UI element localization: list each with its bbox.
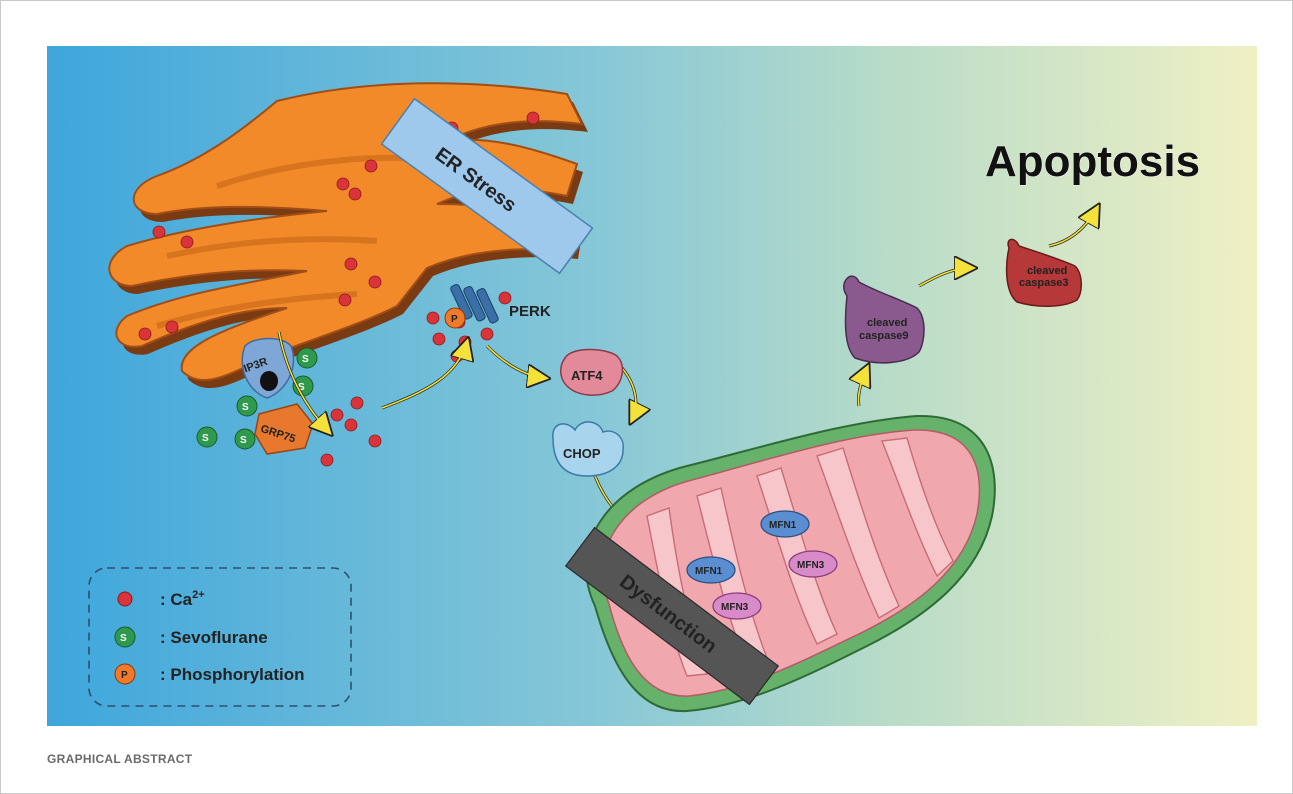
- mfn1-protein: MFN1: [761, 511, 809, 537]
- svg-text:MFN3: MFN3: [797, 560, 825, 571]
- svg-text:MFN1: MFN1: [769, 520, 797, 531]
- svg-text:S: S: [202, 433, 209, 444]
- mfn3-protein: MFN3: [789, 551, 837, 577]
- svg-text:P: P: [451, 314, 458, 325]
- sevoflurane-icon: S: [235, 429, 255, 449]
- caspase3-line2: caspase3: [1019, 277, 1069, 289]
- caspase9-line1: cleaved: [867, 317, 907, 329]
- mfn3-protein: MFN3: [713, 593, 761, 619]
- figure-caption: GRAPHICAL ABSTRACT: [47, 752, 192, 766]
- mfn1-protein: MFN1: [687, 557, 735, 583]
- atf4-label: ATF4: [571, 368, 603, 383]
- perk-label: PERK: [509, 303, 551, 320]
- caspase9-line2: caspase9: [859, 330, 909, 342]
- svg-text:S: S: [240, 435, 247, 446]
- svg-text:P: P: [121, 670, 128, 681]
- sevoflurane-icon: S: [297, 348, 317, 368]
- svg-text:S: S: [242, 402, 249, 413]
- sevoflurane-icon: S: [197, 427, 217, 447]
- atf4-protein: ATF4: [561, 350, 623, 396]
- svg-text:MFN3: MFN3: [721, 602, 749, 613]
- svg-text:S: S: [302, 354, 309, 365]
- svg-text:S: S: [120, 633, 127, 644]
- apoptosis-title: Apoptosis: [985, 137, 1200, 186]
- legend-label-sevoflurane: : Sevoflurane: [160, 628, 268, 647]
- chop-label: CHOP: [563, 446, 601, 461]
- phosphorylation-icon: P: [445, 308, 465, 328]
- caspase3-line1: cleaved: [1027, 265, 1067, 277]
- graphical-abstract-diagram: ER Stress IP3R GRP75 S S S S S P PERK: [47, 46, 1257, 726]
- svg-text:MFN1: MFN1: [695, 566, 723, 577]
- sevoflurane-icon: S: [237, 396, 257, 416]
- legend-label-phosphorylation: : Phosphorylation: [160, 665, 305, 684]
